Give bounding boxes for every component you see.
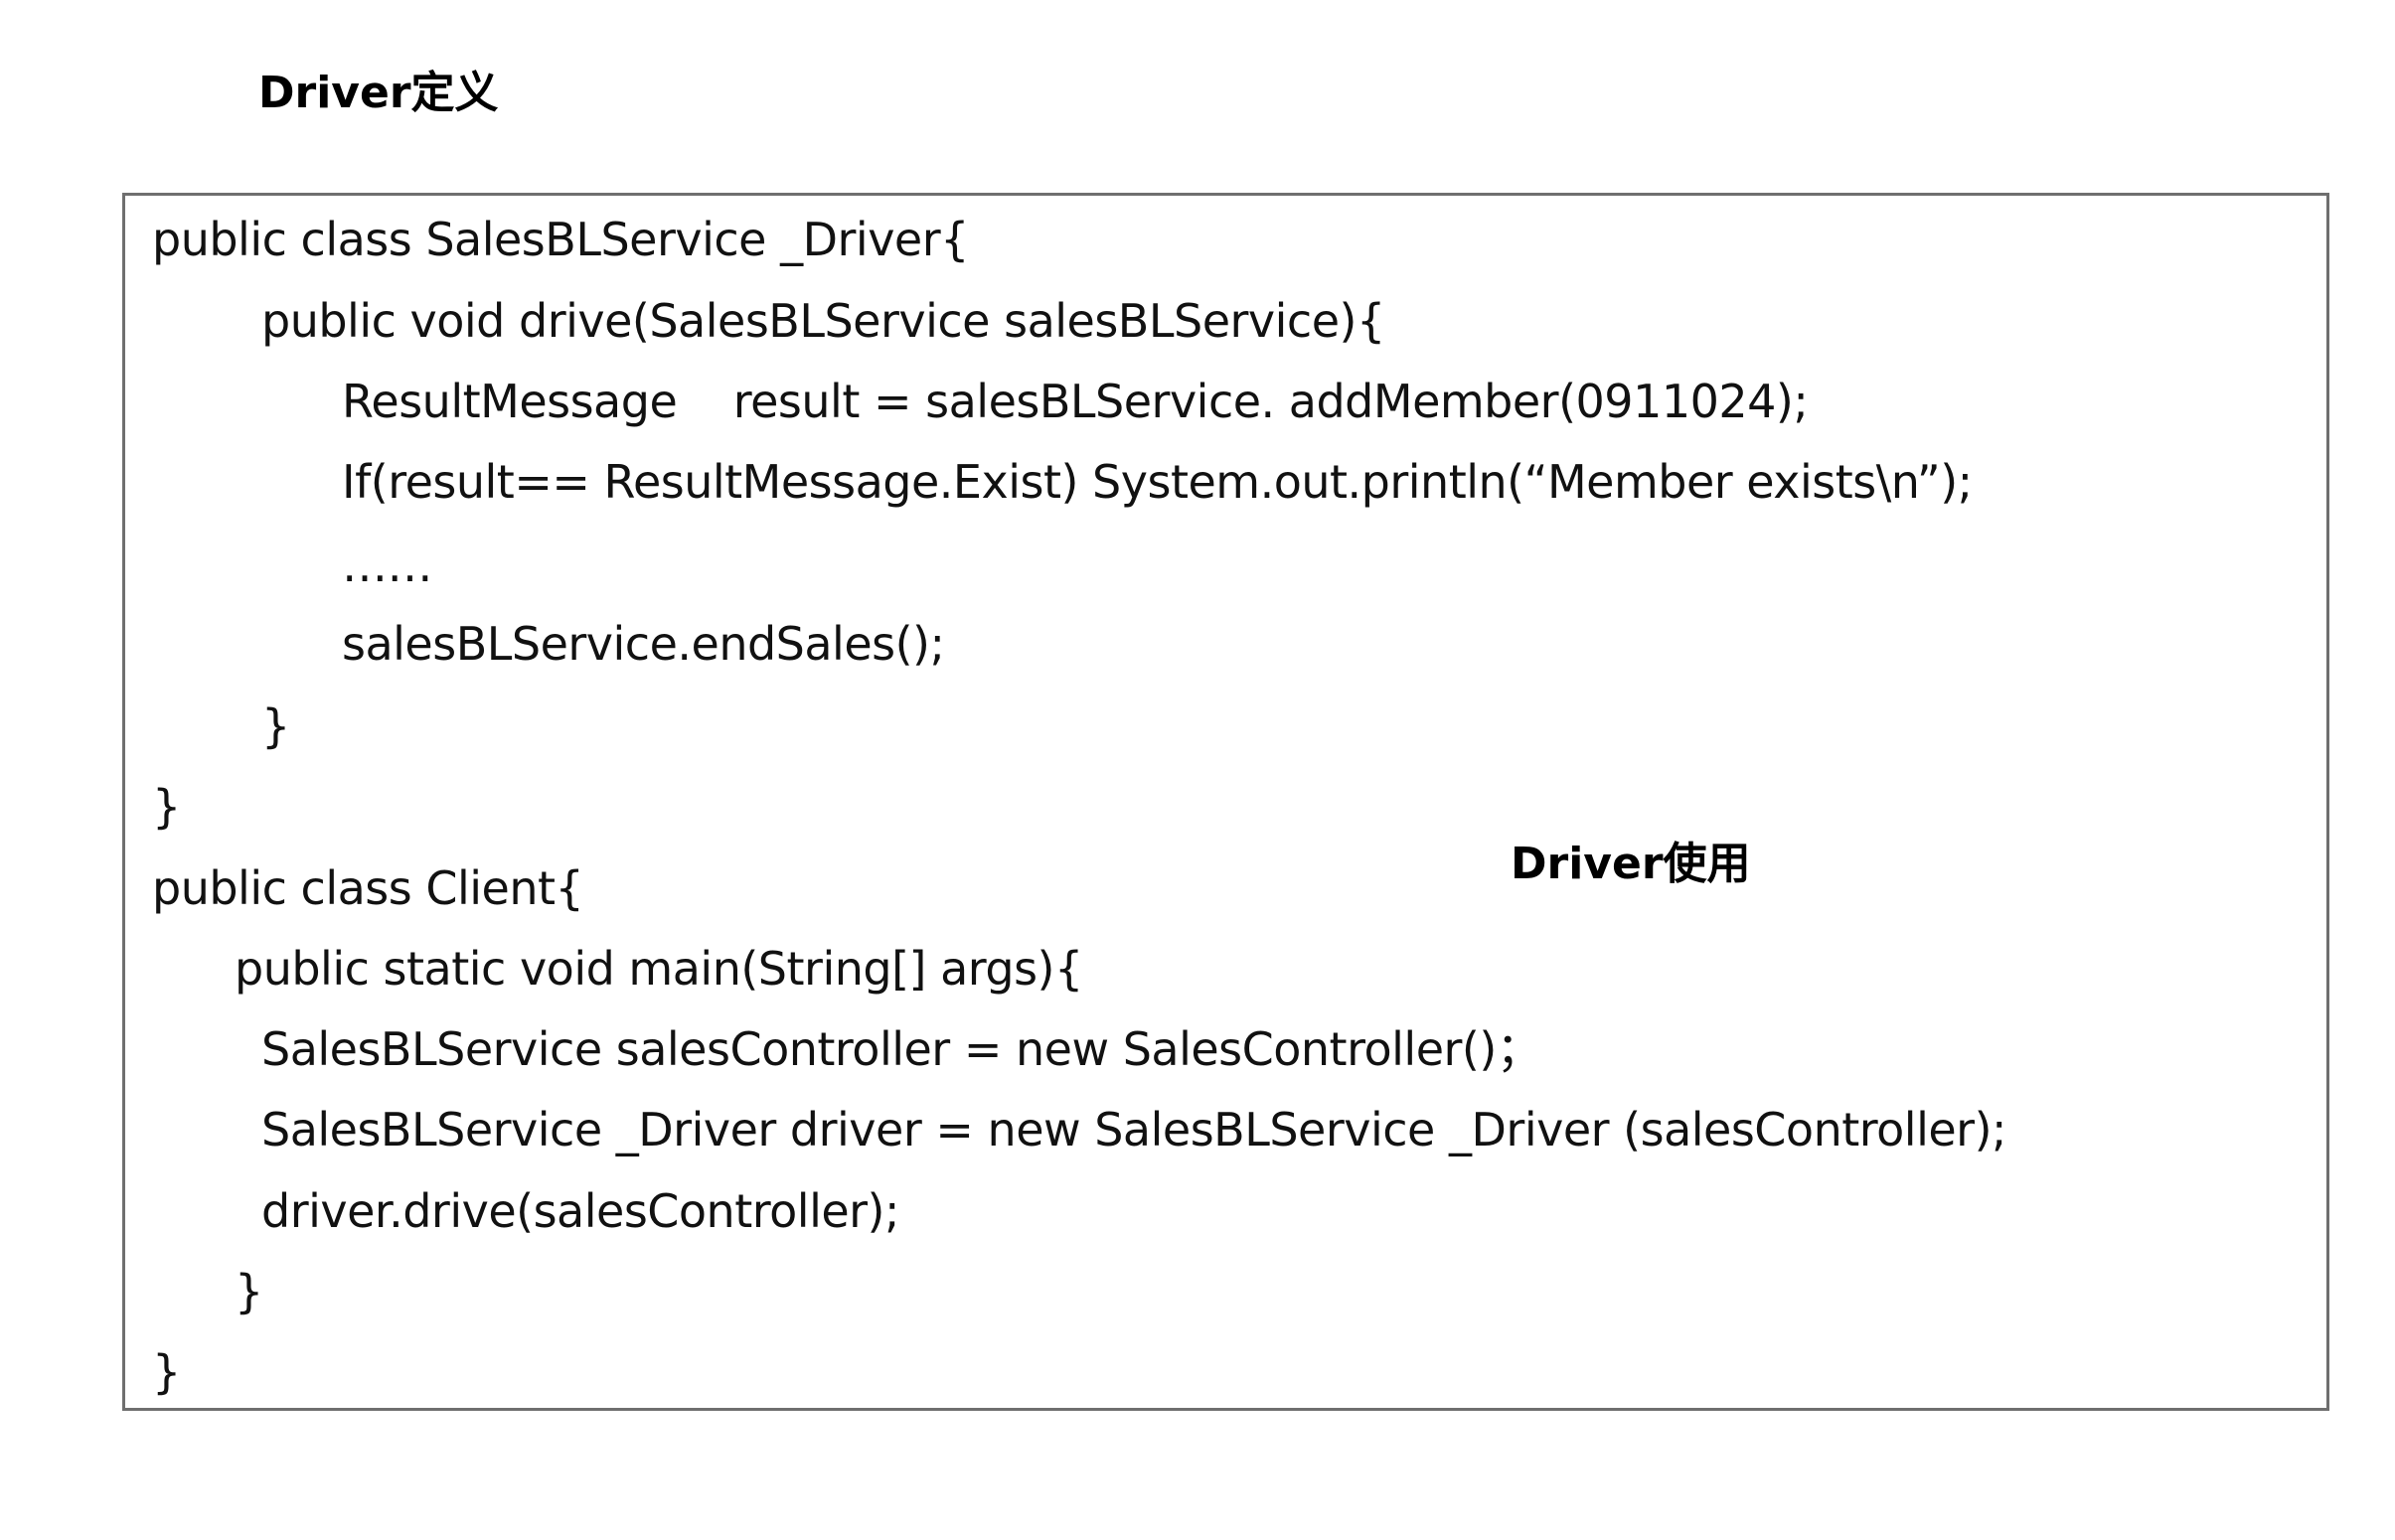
code-line: } <box>235 1265 263 1318</box>
code-line: …… <box>342 539 433 592</box>
code-line: salesBLService.endSales(); <box>342 617 945 671</box>
code-line: driver.drive(salesController); <box>261 1184 900 1238</box>
code-listing-box: public class SalesBLService _Driver{ pub… <box>122 193 2329 1411</box>
code-line: public static void main(String[] args){ <box>235 942 1083 996</box>
code-line: public class Client{ <box>152 861 584 915</box>
code-line: If(result== ResultMessage.Exist) System.… <box>342 455 1973 509</box>
code-line: SalesBLService _Driver driver = new Sale… <box>261 1103 2007 1156</box>
code-line: ResultMessage result = salesBLService. a… <box>342 375 1809 428</box>
code-line: public void drive(SalesBLService salesBL… <box>261 294 1385 348</box>
driver-usage-heading: Driver使用 <box>1511 839 1751 889</box>
driver-definition-heading: Driver定义 <box>258 68 499 118</box>
code-line: } <box>152 1345 181 1399</box>
code-line: SalesBLService salesController = new Sal… <box>261 1022 1542 1076</box>
code-line: } <box>152 780 181 834</box>
code-line: public class SalesBLService _Driver{ <box>152 213 969 266</box>
code-line: } <box>261 699 290 753</box>
